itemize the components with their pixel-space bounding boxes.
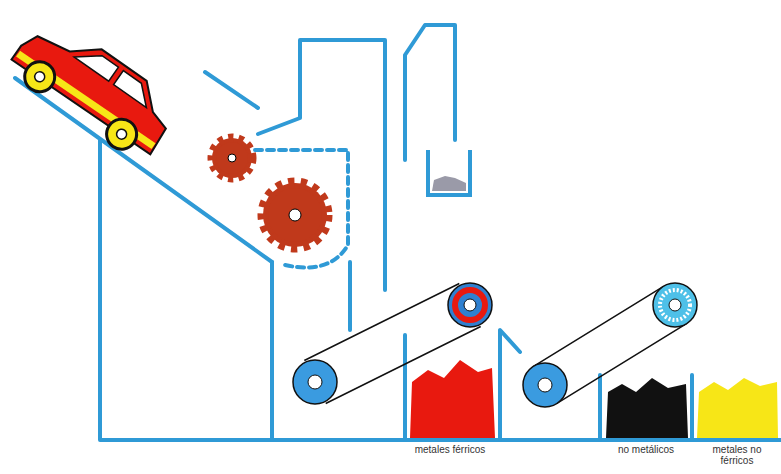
pulley-hub: [308, 375, 322, 389]
plant-floor: [100, 140, 781, 440]
car-window: [74, 43, 118, 81]
magnet-ring: [455, 290, 485, 320]
non-metal-pile: [606, 378, 688, 438]
car-wheel: [19, 56, 61, 98]
chute-wall: [270, 262, 274, 440]
wheel-hub: [115, 127, 129, 141]
car-wheel: [101, 113, 143, 155]
shredder-rotor: [268, 188, 322, 242]
rotor-axle: [289, 209, 301, 221]
eddy-current-pulley: [653, 283, 697, 327]
exhaust-duct: [405, 25, 455, 160]
dust-pile: [432, 176, 466, 191]
bin-wall: [690, 375, 694, 440]
shredder-rotor: [263, 183, 327, 247]
plant-structure: [15, 25, 781, 440]
dust-bin: [428, 150, 470, 195]
car-window: [114, 71, 157, 108]
chute-wall: [348, 262, 352, 330]
pulley-hub: [669, 299, 681, 311]
conveyor-pulley: [523, 363, 567, 407]
bin-label: metales férricos: [405, 444, 495, 455]
shredder-rotor: [212, 138, 252, 178]
bin-label: metales no férricos: [700, 444, 774, 466]
housing-wall: [258, 40, 385, 290]
bin-wall: [403, 335, 407, 440]
ferrous-pile: [410, 360, 495, 438]
wheel-hub: [33, 70, 47, 84]
shredder-rotor: [216, 142, 248, 174]
bin-label: no metálicos: [604, 444, 688, 455]
non-ferrous-pile: [697, 378, 778, 438]
pulley-hub: [538, 378, 552, 392]
hopper-wall: [205, 72, 258, 108]
bin-wall: [500, 330, 520, 440]
magnetic-pulley: [448, 283, 492, 327]
bin-wall: [598, 375, 602, 440]
rotor-guard: [255, 150, 348, 268]
car-body: [12, 10, 184, 156]
rotor-axle: [228, 154, 236, 162]
scrap-car: [4, 10, 183, 166]
conveyor-pulley: [293, 360, 337, 404]
pulley-hub: [464, 299, 476, 311]
eddy-ring: [660, 290, 690, 320]
